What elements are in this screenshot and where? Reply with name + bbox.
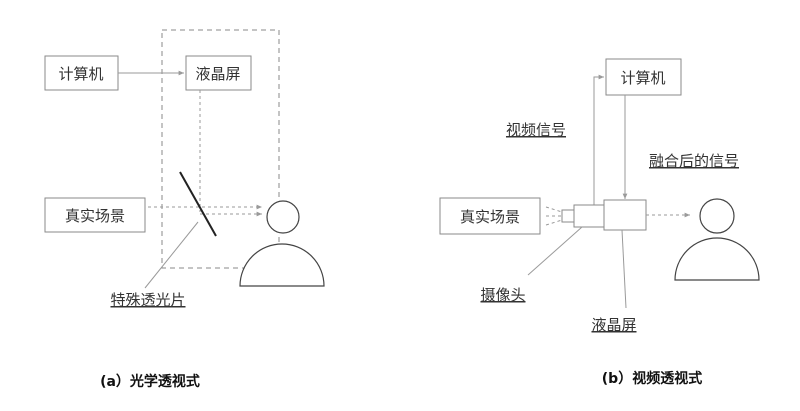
lcd-label: 液晶屏	[195, 65, 240, 83]
viewer-body-right	[674, 237, 760, 281]
fused-signal-label: 融合后的信号	[649, 152, 739, 170]
real-scene-label-right: 真实场景	[460, 208, 520, 226]
viewer-body	[239, 243, 325, 287]
real-scene-box	[44, 197, 146, 233]
lcd-leader	[621, 229, 627, 309]
scene-ray-3	[545, 219, 563, 226]
special-lens-label: 特殊透光片	[110, 291, 185, 309]
optical-see-through-diagram: 计算机 液晶屏 真实场景 特殊透光片 (a）光学透视式	[44, 29, 325, 390]
lcd-unit	[603, 199, 647, 231]
camera-lens	[561, 209, 575, 223]
computer-label: 计算机	[58, 65, 103, 83]
scene-ray-1	[545, 206, 563, 213]
computer-box	[44, 55, 119, 91]
hmd-dashed-enclosure	[161, 29, 280, 269]
real-scene-label: 真实场景	[65, 207, 125, 225]
caption-optical: (a）光学透视式	[100, 373, 200, 390]
video-signal-line	[593, 74, 604, 205]
special-lens-leader	[144, 221, 199, 289]
camera-label: 摄像头	[480, 286, 525, 304]
viewer-head	[266, 200, 300, 234]
special-lens-mirror	[179, 171, 217, 237]
lcd-label-right: 液晶屏	[591, 316, 636, 334]
video-see-through-diagram: 计算机 视频信号 融合后的信号 真实场景 摄像头 液晶屏 (b）视频透视式	[439, 58, 760, 387]
camera-leader	[527, 226, 583, 276]
caption-video: (b）视频透视式	[602, 370, 702, 387]
viewer-head-right	[699, 198, 735, 234]
real-scene-box-right	[439, 197, 541, 235]
lcd-box	[185, 55, 252, 91]
video-signal-label: 视频信号	[506, 121, 566, 139]
camera-body	[573, 204, 605, 228]
computer-label-right: 计算机	[620, 69, 665, 87]
computer-box-right	[605, 58, 682, 96]
